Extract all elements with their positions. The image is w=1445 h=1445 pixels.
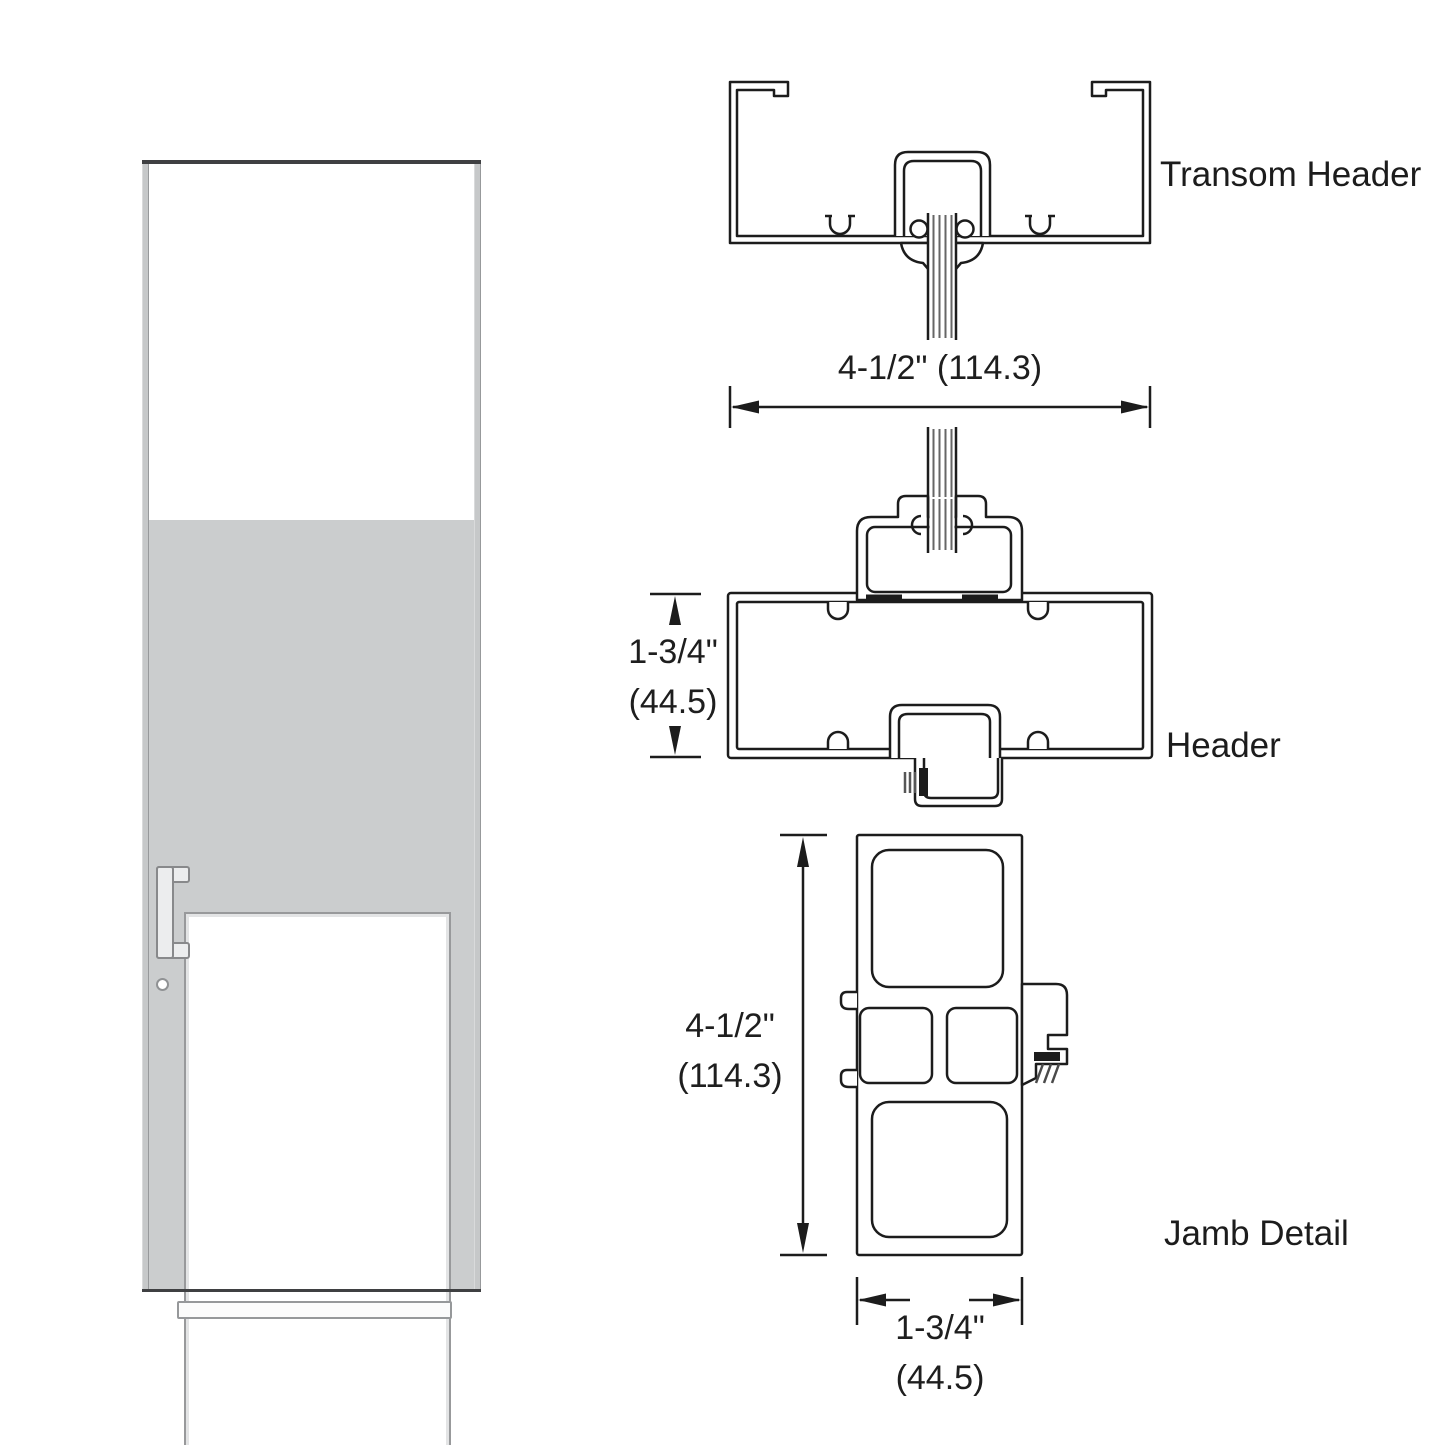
door-stop xyxy=(1020,982,1069,1087)
jamb-section xyxy=(839,833,1069,1257)
door-elevation xyxy=(142,160,481,1445)
glazing-clip xyxy=(955,219,975,239)
screw-boss xyxy=(825,214,855,236)
dimension-frame-width xyxy=(728,386,1152,428)
glazing-clip xyxy=(962,514,974,536)
brush-seal xyxy=(1034,1063,1061,1084)
glazing-clip xyxy=(910,514,922,536)
frame-bottom-edge xyxy=(142,1289,481,1292)
transom-header-label: Transom Header xyxy=(1160,155,1422,194)
frame-left-jamb xyxy=(142,164,149,1292)
transom-glass xyxy=(149,164,474,522)
dimension-header-height xyxy=(650,592,701,759)
dimension-jamb-depth-in: 4-1/2" xyxy=(685,1007,775,1045)
screw-boss xyxy=(1026,602,1050,621)
dimension-header-height-in: 1-3/4" xyxy=(628,633,718,671)
push-bar xyxy=(177,1301,452,1319)
brush-seal xyxy=(903,772,917,793)
dimension-header-height-mm: (44.5) xyxy=(628,683,718,721)
screw-boss xyxy=(1025,214,1055,236)
door-glass xyxy=(184,912,451,1445)
screw-boss xyxy=(826,730,850,749)
dimension-frame-width-text: 4-1/2" (114.3) xyxy=(837,349,1043,387)
dimension-jamb-width xyxy=(855,1277,1024,1325)
dimension-jamb-width-in: 1-3/4" xyxy=(895,1309,985,1347)
jamb-detail-label: Jamb Detail xyxy=(1164,1214,1349,1253)
header-label: Header xyxy=(1166,726,1281,765)
jamb-hook xyxy=(839,1068,857,1089)
jamb-hook xyxy=(839,990,857,1011)
weatherstrip xyxy=(919,768,928,796)
dimension-jamb-depth xyxy=(780,833,827,1257)
glazing-clip xyxy=(909,219,929,239)
weatherstrip xyxy=(1034,1052,1060,1061)
header-section xyxy=(726,494,1154,808)
frame-head-edge xyxy=(142,160,481,164)
frame-right-jamb xyxy=(474,164,481,1292)
dimension-jamb-width-mm: (44.5) xyxy=(895,1359,985,1397)
glass-panel xyxy=(926,213,958,340)
dimension-jamb-depth-mm: (114.3) xyxy=(677,1057,783,1095)
transom-header-section xyxy=(728,80,1152,340)
door-leaf xyxy=(149,520,474,1445)
screw-boss xyxy=(1026,730,1050,749)
lock-cylinder xyxy=(156,978,169,991)
door-stop xyxy=(888,703,1004,808)
screw-boss xyxy=(826,602,850,621)
glazing-pocket xyxy=(893,150,992,236)
door-handle-grip xyxy=(156,866,174,959)
